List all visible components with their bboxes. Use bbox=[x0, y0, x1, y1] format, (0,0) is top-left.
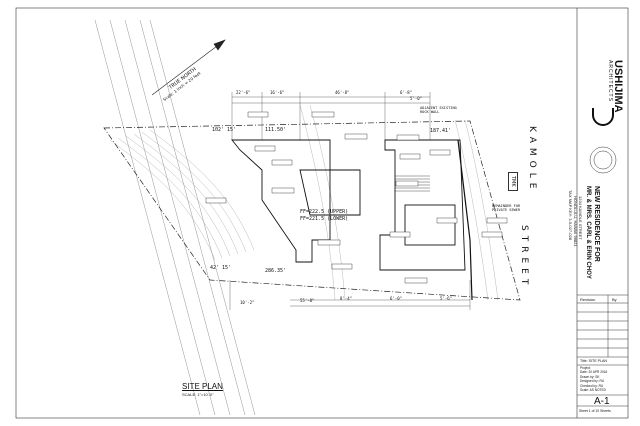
note-right: REMAINDER FOR PRIVATE SEWER bbox=[492, 204, 521, 212]
dimension-3: 46'-8" bbox=[335, 90, 350, 95]
property-line bbox=[103, 120, 521, 301]
row-drawn-by: Drawn by: SK bbox=[580, 374, 600, 379]
sheet-border bbox=[15, 7, 629, 419]
dimension-12: 8'-4" bbox=[340, 296, 353, 301]
street-name-label: KAMOLE bbox=[527, 126, 537, 194]
revision-header: Revision bbox=[580, 297, 596, 302]
residence-footprint bbox=[231, 139, 466, 271]
note-left: ADJACENT EXISTING ROCK WALL bbox=[420, 106, 457, 114]
row-project: Project: bbox=[580, 366, 591, 370]
street-type-label: STREET bbox=[519, 225, 529, 290]
project-tmk: TAX MAP KEY: 3-5-027-028 bbox=[568, 190, 573, 241]
row-date: Date: 20 APR 2016 bbox=[580, 370, 608, 375]
topographic-contours bbox=[109, 104, 499, 301]
drawing-title: SITE PLAN bbox=[182, 382, 223, 391]
dimension-2: 16'-6" bbox=[270, 90, 285, 95]
dimension-7: 42' 15' bbox=[210, 265, 232, 271]
north-arrow-icon bbox=[151, 39, 226, 96]
dimension-13: 6'-0" bbox=[390, 296, 403, 301]
dimension-6: 55'-0" bbox=[300, 298, 315, 303]
firm-logo-icon bbox=[592, 108, 614, 126]
title-block-lines bbox=[577, 146, 628, 407]
project-title: NEW RESIDENCE FOR bbox=[593, 186, 600, 262]
sheet-count: Sheet 1 of 10 Sheets bbox=[579, 409, 611, 413]
tmk-label: TMK bbox=[508, 172, 518, 191]
row-checked-by: Checked by: RU bbox=[580, 383, 604, 388]
firm-name: USHIJIMA bbox=[612, 60, 624, 113]
row-designed-by: Designed by: RU bbox=[580, 379, 605, 384]
elevation-tags bbox=[205, 111, 508, 284]
client-name: MR. & MRS. CARL & ERIN CHOY bbox=[585, 186, 591, 279]
dimension-5: 5'-0" bbox=[410, 96, 423, 101]
dimension-15: 10'-2" bbox=[240, 300, 255, 305]
dimension-1: 22'-6" bbox=[236, 90, 251, 95]
drawing-scale: SCALE: 1"=10'-0" bbox=[182, 392, 214, 397]
adjacent-road-lines bbox=[94, 19, 256, 416]
title-rows: Project: Date: 20 APR 2016 Drawn by: SK … bbox=[580, 366, 626, 392]
dimension-8: 286.35' bbox=[265, 268, 287, 274]
row-scale: Scale: AS NOTED bbox=[580, 387, 606, 392]
ff-lower-label: FF=221.5 (LOWER) bbox=[300, 216, 349, 222]
dimension-14: 5'-6" bbox=[440, 296, 453, 301]
firm-subtitle: ARCHITECTS bbox=[607, 60, 613, 102]
ff-upper-label: FF=222.5 (UPPER) bbox=[300, 209, 349, 215]
sheet-number: A-1 bbox=[594, 396, 610, 407]
dimension-10: 102' 15' bbox=[212, 127, 237, 133]
sheet-title: Title: SITE PLAN bbox=[580, 359, 608, 363]
revision-by-header: By bbox=[612, 297, 617, 302]
dimension-4: 6'-8" bbox=[400, 90, 413, 95]
project-address2: HONOLULU, HAWAII 96821 bbox=[573, 196, 578, 247]
dimension-9: 187.41' bbox=[430, 128, 452, 134]
project-address1: 1234 KAMOLE STREET bbox=[578, 196, 583, 240]
dimension-11: 111.50' bbox=[265, 127, 287, 133]
retaining-wall bbox=[457, 139, 473, 301]
